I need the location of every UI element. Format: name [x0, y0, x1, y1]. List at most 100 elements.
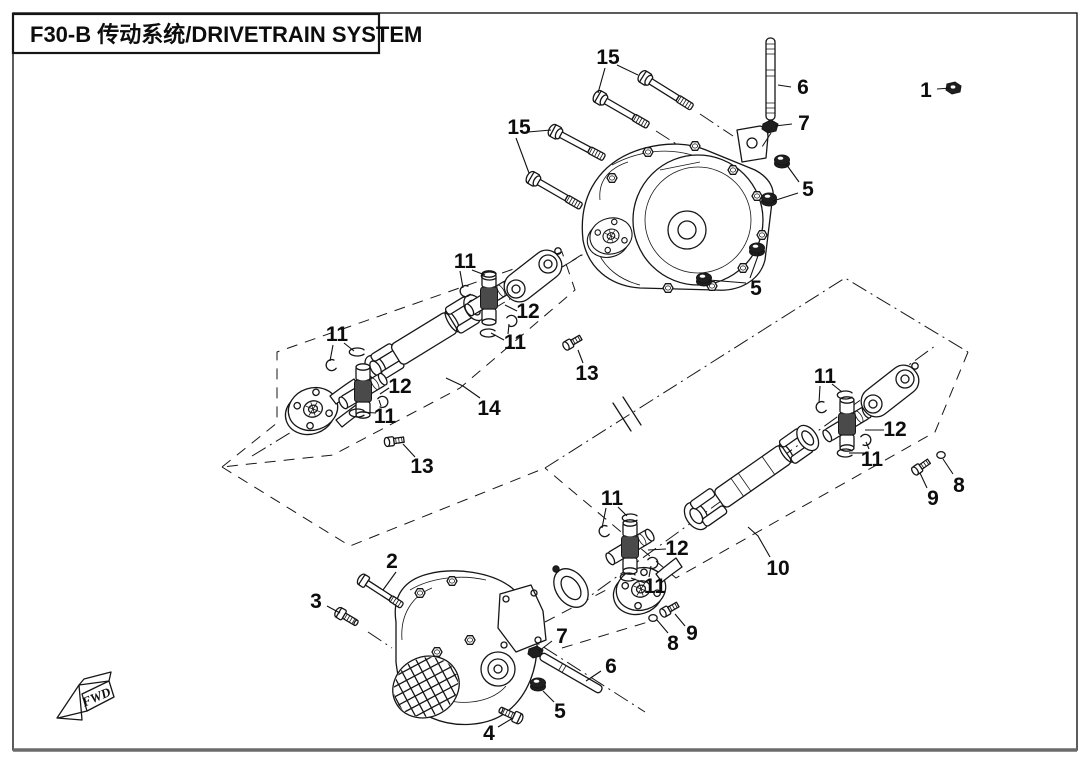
callout-11: 11: [601, 487, 628, 529]
nut-5: [749, 242, 765, 257]
callout-9: 9: [919, 472, 939, 510]
bolt-2: [354, 571, 407, 612]
callout-number: 11: [861, 448, 884, 471]
callout-number: 13: [575, 362, 598, 385]
rear-propshaft: [597, 358, 946, 622]
leader-line: [597, 67, 606, 94]
leader-line: [378, 399, 382, 407]
leader-line: [459, 270, 464, 289]
callout-number: 13: [410, 455, 433, 478]
callout-number: 11: [454, 250, 477, 273]
callout-10: 10: [747, 526, 790, 580]
callout-number: 4: [483, 722, 495, 745]
callout-number: 11: [601, 487, 624, 510]
callout-number: 12: [388, 375, 411, 398]
callout-11: 11: [849, 441, 884, 471]
callout-8: 8: [656, 619, 679, 655]
leader-line: [585, 670, 602, 682]
leader-line: [515, 137, 530, 174]
leader-line: [382, 571, 397, 591]
callout-1: 1: [920, 79, 952, 102]
callout-number: 6: [797, 76, 809, 99]
front-bracket: [497, 243, 569, 309]
callout-6: 6: [585, 655, 617, 682]
leader-line: [490, 332, 505, 341]
callout-number: 8: [667, 632, 679, 655]
leader-line: [527, 129, 552, 133]
leader-line: [749, 252, 760, 279]
front-gearbox-fasteners: [332, 571, 681, 726]
cooling-fins: [383, 645, 469, 729]
leader-line: [777, 84, 792, 88]
callout-11: 11: [359, 399, 397, 428]
callout-5: 5: [708, 252, 762, 300]
callout-5: 5: [772, 163, 814, 202]
callout-number: 6: [605, 655, 617, 678]
rear-ghost-box-bottom: [544, 351, 969, 579]
bolt-3: [332, 605, 361, 630]
callout-9: 9: [674, 613, 698, 645]
fwd-arrow: FWD: [56, 671, 115, 721]
leader-line: [507, 323, 510, 335]
callout-7: 7: [538, 625, 568, 652]
callout-number: 5: [750, 277, 762, 300]
leader-line: [326, 605, 341, 614]
callout-13: 13: [402, 443, 434, 478]
leader-line: [674, 613, 686, 627]
leader-line: [708, 279, 747, 284]
callout-number: 15: [596, 46, 620, 69]
leader-line: [542, 690, 555, 703]
rear-ghost-box-top: [544, 277, 969, 469]
bolt-axes: [590, 113, 734, 232]
leader-line: [936, 87, 952, 90]
leader-line: [617, 506, 628, 517]
callout-number: 11: [374, 405, 397, 428]
nut-5: [761, 192, 777, 207]
front-propshaft-ghost-box: [220, 251, 576, 468]
front-propshaft: [278, 243, 584, 448]
callout-11: 11: [454, 250, 486, 289]
leader-line: [329, 344, 334, 362]
leader-line: [497, 717, 514, 728]
leader-line: [343, 342, 355, 352]
callout-number: 10: [766, 557, 789, 580]
leader-line: [601, 507, 607, 529]
callout-number: 5: [554, 700, 566, 723]
callout-13: 13: [575, 349, 599, 385]
front-gearbox: [383, 565, 589, 729]
leader-line: [785, 163, 800, 183]
washer-8: [936, 450, 946, 460]
callout-14: 14: [445, 377, 501, 420]
callout-number: 11: [644, 575, 667, 598]
nut-7: [761, 119, 779, 134]
callout-15: 15: [596, 46, 639, 94]
leader-line: [538, 640, 553, 652]
callout-number: 2: [386, 550, 398, 573]
callout-12: 12: [647, 537, 689, 560]
bolt-13: [560, 332, 584, 352]
rear-gearbox: [581, 125, 790, 293]
bolt-axes-front: [367, 631, 646, 713]
bolt-13: [383, 434, 406, 448]
callout-number: 12: [665, 537, 688, 560]
callout-number: 5: [802, 178, 814, 201]
leader-line: [577, 349, 584, 364]
bolt-9: [909, 456, 933, 477]
callout-12: 12: [504, 300, 540, 323]
callout-number: 15: [507, 116, 531, 139]
leader-line: [774, 123, 793, 127]
leader-line: [818, 385, 821, 404]
leader-line: [647, 548, 667, 551]
leader-line: [379, 387, 390, 395]
callout-7: 7: [774, 112, 810, 135]
callout-number: 12: [883, 418, 906, 441]
callout-6: 6: [777, 76, 809, 99]
break-marks: [612, 396, 642, 432]
leader-line: [865, 441, 870, 450]
mount-flange: [497, 584, 547, 653]
callout-number: 11: [814, 365, 837, 388]
leader-line: [656, 619, 669, 634]
